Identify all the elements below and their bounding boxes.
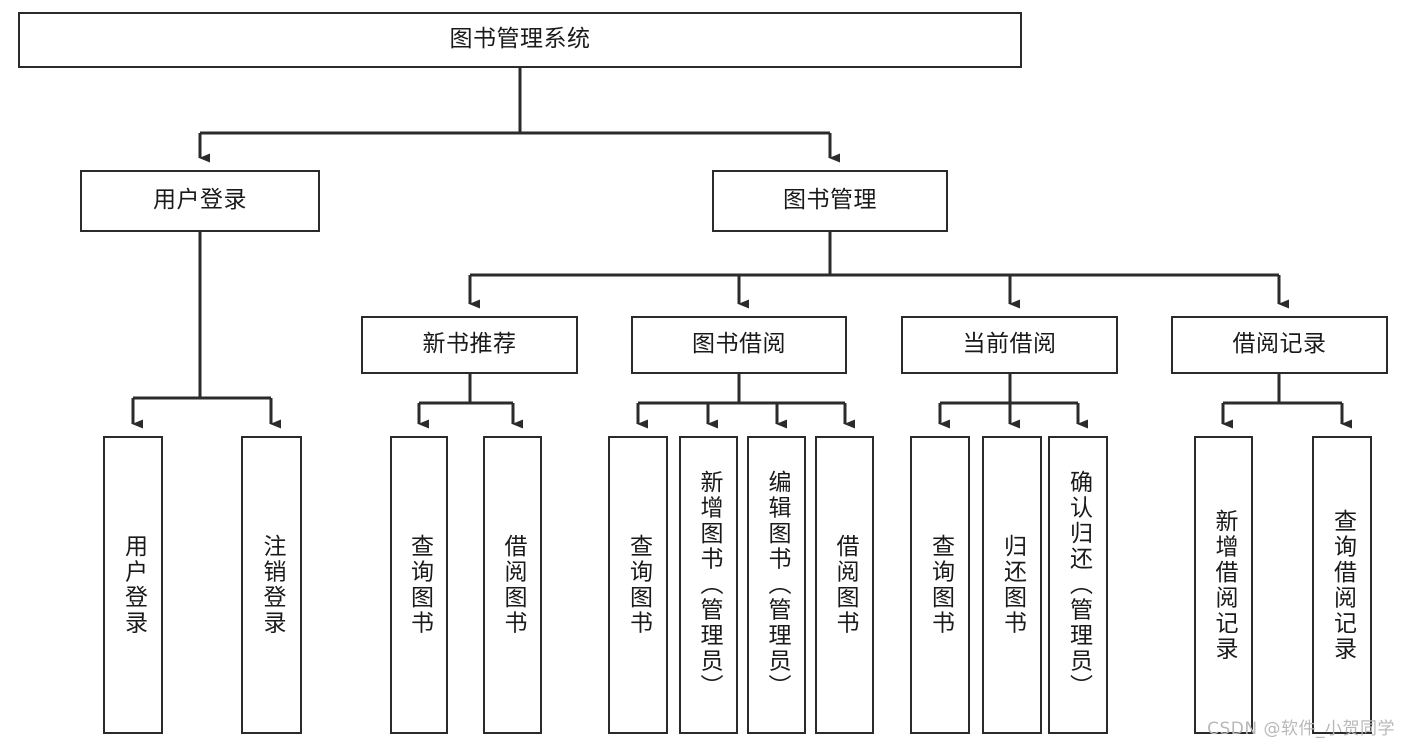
node-root-library-system[interactable]: 图书管理系统 <box>18 12 1022 68</box>
leaf-borrow-query-book[interactable]: 查询图书 <box>608 436 668 734</box>
watermark-text: CSDN @软件_小贺同学 <box>1207 719 1395 739</box>
node-label: 图书管理系统 <box>449 26 591 53</box>
node-user-login[interactable]: 用户登录 <box>80 170 320 232</box>
node-label: 编辑图书（管理员） <box>764 470 790 700</box>
leaf-current-query-book[interactable]: 查询图书 <box>910 436 970 734</box>
node-label: 当前借阅 <box>962 331 1057 358</box>
leaf-recommend-borrow-book[interactable]: 借阅图书 <box>483 436 542 734</box>
node-current-borrow[interactable]: 当前借阅 <box>901 316 1118 374</box>
node-label: 确认归还（管理员） <box>1065 470 1092 700</box>
node-label: 注销登录 <box>259 534 285 636</box>
leaf-recommend-query-book[interactable]: 查询图书 <box>390 436 448 734</box>
leaf-record-query-record[interactable]: 查询借阅记录 <box>1312 436 1372 734</box>
node-label: 借阅图书 <box>832 534 858 636</box>
node-borrow-record[interactable]: 借阅记录 <box>1171 316 1388 374</box>
node-label: 用户登录 <box>153 187 247 214</box>
node-new-book-recommend[interactable]: 新书推荐 <box>361 316 578 374</box>
leaf-user-login-signin[interactable]: 用户登录 <box>103 436 163 734</box>
leaf-borrow-edit-book-admin[interactable]: 编辑图书（管理员） <box>747 436 806 734</box>
leaf-user-login-signout[interactable]: 注销登录 <box>241 436 302 734</box>
node-label: 查询图书 <box>406 534 433 636</box>
node-label: 图书管理 <box>783 187 877 214</box>
node-label: 借阅记录 <box>1232 331 1327 358</box>
node-label: 新增图书（管理员） <box>696 470 722 700</box>
node-label: 图书借阅 <box>692 331 786 358</box>
node-label: 新增借阅记录 <box>1211 508 1237 662</box>
node-label: 查询图书 <box>927 534 954 636</box>
node-label: 新书推荐 <box>422 331 517 358</box>
leaf-record-add-record[interactable]: 新增借阅记录 <box>1194 436 1253 734</box>
leaf-current-confirm-return-admin[interactable]: 确认归还（管理员） <box>1048 436 1108 734</box>
leaf-current-return-book[interactable]: 归还图书 <box>982 436 1042 734</box>
leaf-borrow-add-book-admin[interactable]: 新增图书（管理员） <box>679 436 738 734</box>
leaf-borrow-borrow-book[interactable]: 借阅图书 <box>815 436 874 734</box>
node-label: 用户登录 <box>120 534 147 636</box>
node-label: 借阅图书 <box>500 534 526 636</box>
node-book-borrow[interactable]: 图书借阅 <box>631 316 847 374</box>
node-book-management[interactable]: 图书管理 <box>712 170 948 232</box>
node-label: 查询图书 <box>625 534 652 636</box>
node-label: 归还图书 <box>999 534 1026 636</box>
node-label: 查询借阅记录 <box>1329 508 1356 662</box>
